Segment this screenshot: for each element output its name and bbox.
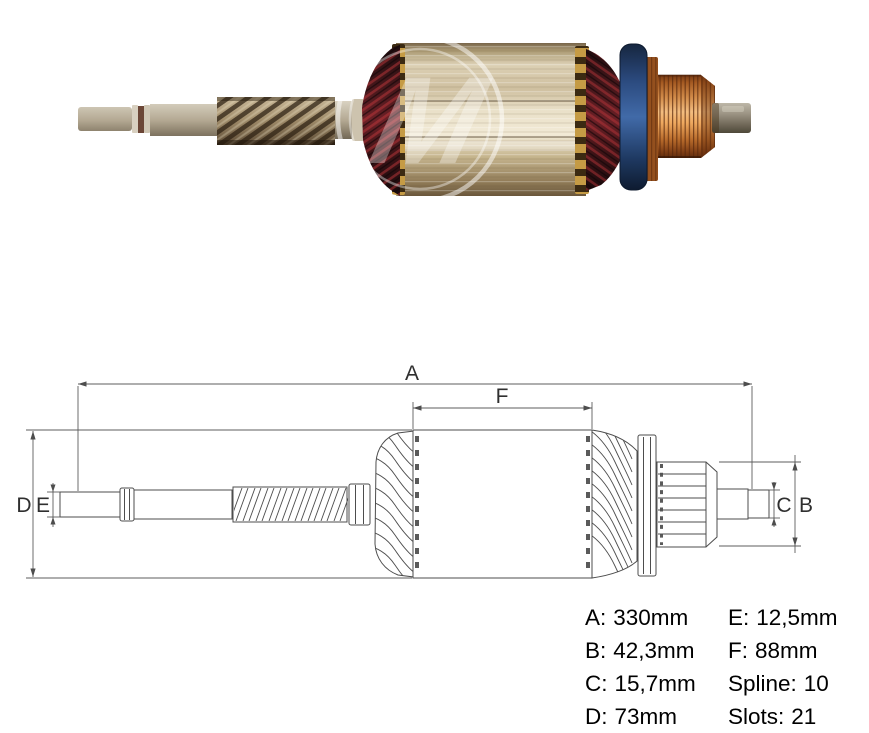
drawing-shaft-right (716, 488, 770, 520)
spec-d-value: 73mm (614, 704, 678, 729)
shaft-collar (352, 99, 364, 141)
commutator (658, 74, 715, 158)
dimension-lines (26, 383, 801, 579)
spec-spline: Spline:10 (728, 667, 838, 700)
spline-section (217, 97, 335, 145)
spec-a-value: 330mm (613, 605, 689, 630)
drawing-shaft-left (59, 483, 371, 526)
winding-right (586, 49, 629, 191)
armature-core (392, 43, 589, 196)
spec-spline-label: Spline: (728, 671, 797, 696)
dim-label-b: B (799, 494, 813, 517)
dimension-arrows (30, 381, 798, 577)
spec-d: D:73mm (585, 700, 696, 733)
dimension-drawing: A F D E C B (16, 362, 813, 579)
drawing-commutator (656, 461, 718, 548)
drawing-core (412, 429, 593, 579)
spec-b-label: B: (585, 638, 607, 663)
drawing-winding-right (591, 429, 638, 579)
insulation-ring (619, 43, 648, 191)
armature-photo: M (78, 34, 751, 204)
drawing-collar (348, 483, 371, 526)
dim-label-a: A (405, 362, 419, 385)
spec-slots-value: 21 (791, 704, 817, 729)
shaft-left (78, 104, 217, 136)
spec-d-label: D: (585, 704, 608, 729)
dim-label-c: C (776, 494, 791, 517)
spec-spline-value: 10 (803, 671, 829, 696)
spec-a-label: A: (585, 605, 607, 630)
spec-e-value: 12,5mm (756, 605, 838, 630)
shaft-right (712, 103, 751, 133)
spec-f-value: 88mm (755, 638, 818, 663)
spec-c-value: 15,7mm (614, 671, 696, 696)
dim-label-e: E (36, 494, 50, 517)
spec-slots: Slots:21 (728, 700, 838, 733)
spec-c: C:15,7mm (585, 667, 696, 700)
spec-b: B:42,3mm (585, 634, 696, 667)
spec-a: A:330mm (585, 601, 696, 634)
spec-b-value: 42,3mm (613, 638, 695, 663)
spec-f: F: 88mm (728, 634, 838, 667)
spec-list-right: E:12,5mm F: 88mm Spline:10 Slots:21 (728, 601, 838, 733)
spec-list-left: A:330mm B:42,3mm C:15,7mm D:73mm (585, 601, 696, 733)
drawing-flange (637, 434, 657, 577)
spec-c-label: C: (585, 671, 608, 696)
spec-slots-label: Slots: (728, 704, 785, 729)
spec-e: E:12,5mm (728, 601, 838, 634)
dim-label-d: D (16, 494, 31, 517)
dim-label-f: F (496, 385, 509, 408)
spec-e-label: E: (728, 605, 750, 630)
winding-left (362, 45, 400, 196)
lamination-edge-right (575, 46, 589, 194)
spec-f-label: F: (728, 638, 748, 663)
